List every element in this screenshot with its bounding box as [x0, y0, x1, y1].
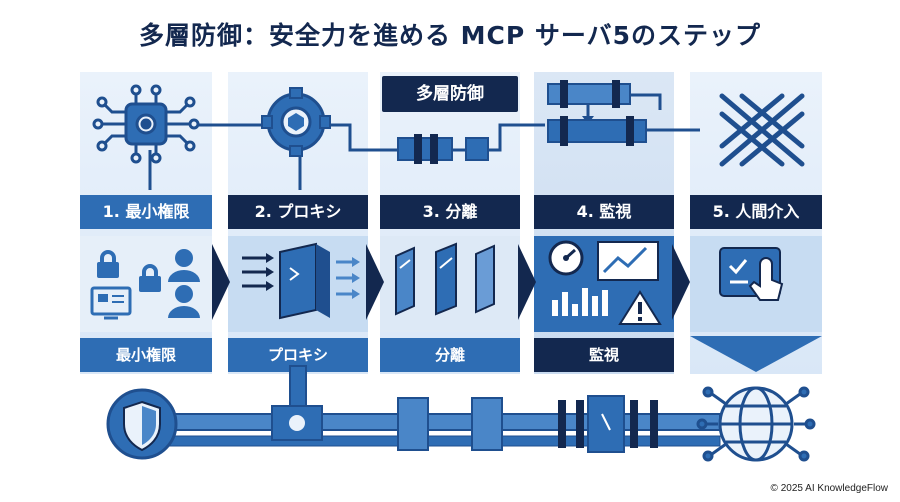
crossed-plugs-icon: [719, 93, 805, 167]
pipe-connector-icon: [397, 134, 489, 164]
warning-icon: [618, 290, 662, 325]
step-5-label: 5. 人間介入: [690, 195, 822, 229]
step-3-label: 3. 分離: [380, 195, 520, 229]
defense-in-depth-badge: 多層防御: [382, 76, 518, 112]
step-4-label: 4. 監視: [534, 195, 674, 229]
bottom-label-1: 最小権限: [80, 338, 212, 372]
bar-chart-icon: [552, 288, 608, 316]
monitor-icon: [90, 286, 132, 320]
touch-approval-icon: [719, 247, 784, 301]
shield-icon: [106, 388, 178, 460]
step-1-label: 1. 最小権限: [80, 195, 212, 229]
bottom-label-4: 監視: [534, 338, 674, 372]
gauge-icon: [548, 240, 584, 276]
user-icon: [168, 249, 200, 282]
lock-icon: [139, 264, 161, 292]
lock-icon: [97, 250, 119, 278]
pipe-valve-icon: [547, 80, 647, 146]
step-2-label: 2. プロキシ: [228, 195, 368, 229]
down-arrow-icon: [690, 336, 822, 372]
line-chart-icon: [597, 241, 659, 281]
diagram-title: 多層防御：安全力を進める MCP サーバ5のステップ: [138, 21, 762, 50]
copyright-text: © 2025 AI KnowledgeFlow: [770, 483, 888, 494]
user-icon: [168, 285, 200, 318]
isolation-panes-icon: [395, 242, 495, 316]
globe-network-icon: [696, 386, 816, 462]
flow-arrows: [212, 244, 690, 320]
gear-icon: [261, 87, 331, 157]
proxy-server-icon: [242, 242, 360, 320]
bottom-label-3: 分離: [380, 338, 520, 372]
bottom-pipeline: [169, 365, 721, 453]
circuit-chip-icon: [92, 84, 200, 164]
